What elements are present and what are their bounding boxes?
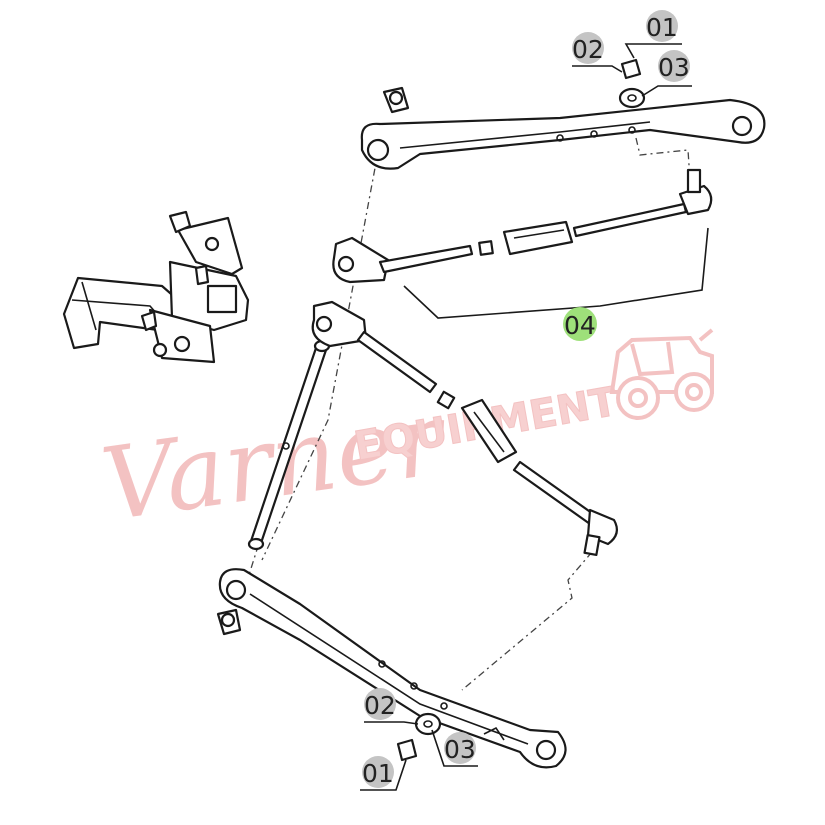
callout-top-02: 02 bbox=[572, 32, 623, 73]
callout-bottom-03: 03 bbox=[431, 729, 478, 767]
upper-turnbuckle bbox=[332, 168, 713, 319]
lower-turnbuckle bbox=[311, 300, 619, 557]
callout-bottom-01: 01 bbox=[360, 756, 407, 791]
callout-mid-04: 04 bbox=[563, 307, 597, 341]
jeep-icon bbox=[609, 328, 714, 420]
lift-rod bbox=[247, 339, 331, 551]
callout-top-03: 03 bbox=[641, 50, 692, 97]
mount-bracket bbox=[62, 210, 250, 364]
callout-top-01-label: 01 bbox=[646, 13, 678, 42]
callout-bottom-03-label: 03 bbox=[444, 735, 476, 764]
callout-top-03-label: 03 bbox=[658, 53, 690, 82]
callout-bottom-01-label: 01 bbox=[362, 759, 394, 788]
callout-top-02-label: 02 bbox=[572, 35, 604, 64]
callout-bottom-02: 02 bbox=[364, 688, 419, 725]
top-lift-arm bbox=[360, 58, 766, 170]
callout-bottom-02-label: 02 bbox=[364, 691, 396, 720]
callout-top-01: 01 bbox=[624, 10, 682, 59]
callout-mid-04-label: 04 bbox=[564, 311, 596, 340]
bottom-lift-arm bbox=[216, 568, 567, 769]
